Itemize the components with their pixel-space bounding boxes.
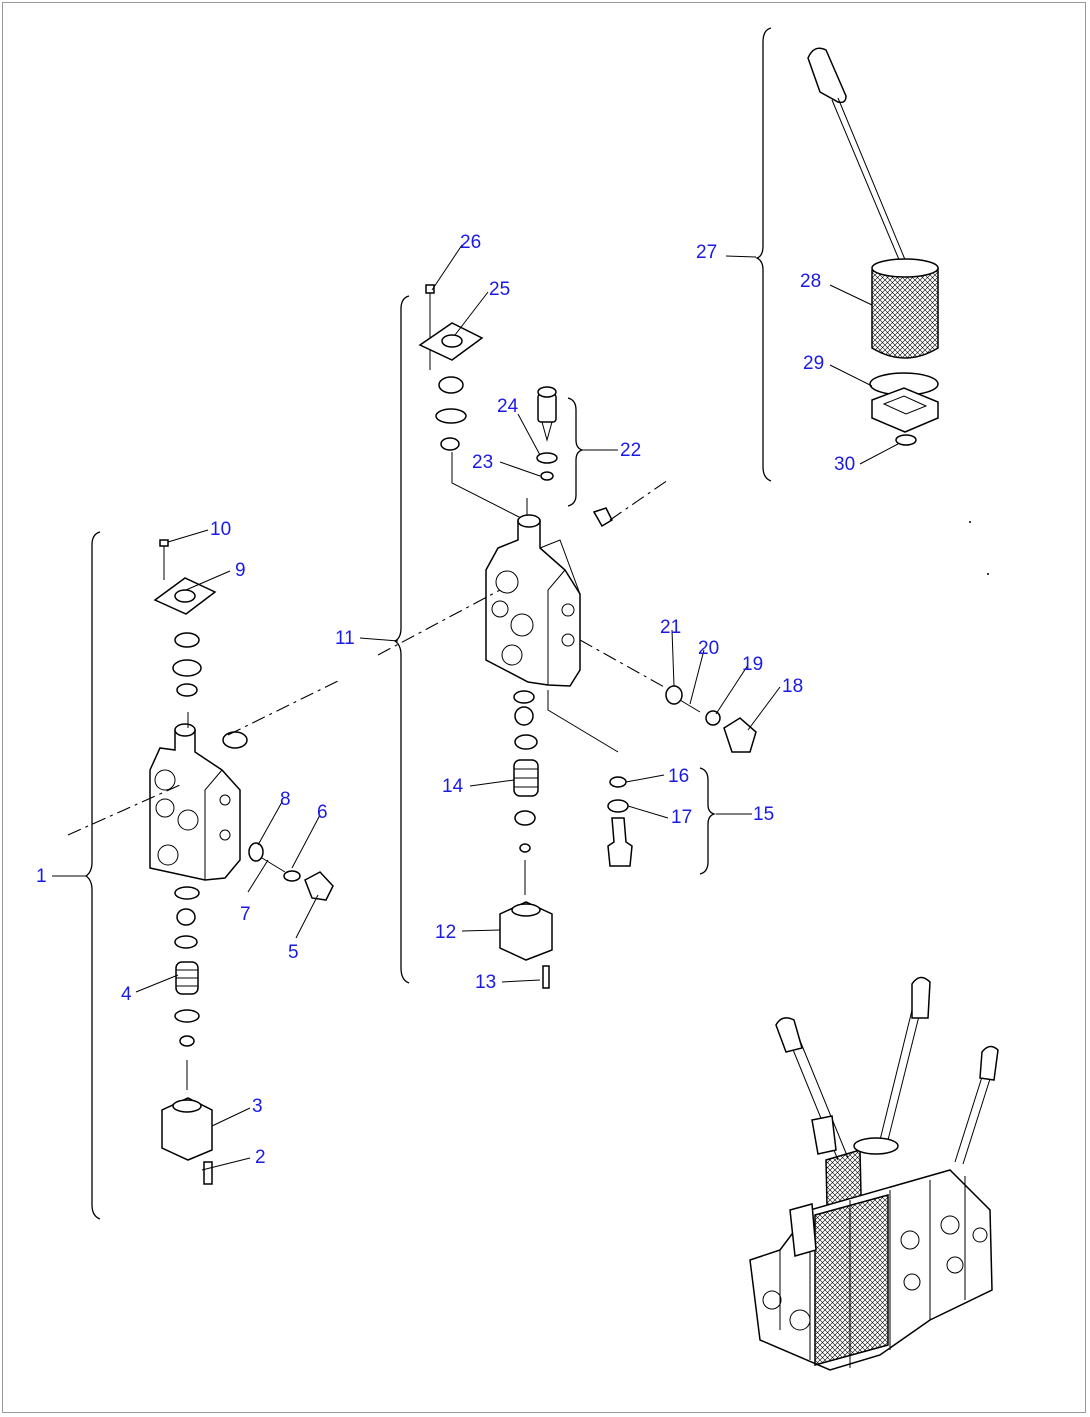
callout-17: 17	[671, 807, 692, 828]
callout-8: 8	[280, 789, 291, 810]
callout-1: 1	[36, 866, 47, 887]
callout-5: 5	[288, 942, 299, 963]
callout-14: 14	[442, 776, 464, 797]
callout-26: 26	[460, 232, 481, 253]
callout-22: 22	[620, 440, 641, 461]
callout-labels: 1 2 3 4 5 6 7 8 9 10 11 12 13 14 15 16 1…	[36, 232, 855, 1168]
callout-10: 10	[210, 519, 231, 540]
group-bracket-22	[567, 397, 585, 507]
callout-16: 16	[668, 766, 689, 787]
callout-23: 23	[472, 452, 493, 473]
callout-27: 27	[696, 242, 717, 263]
callout-25: 25	[489, 279, 510, 300]
callout-21: 21	[660, 617, 681, 638]
callout-3: 3	[252, 1096, 263, 1117]
alignment-lines	[67, 479, 669, 836]
assembly-thumbnail	[749, 976, 999, 1371]
callout-6: 6	[317, 802, 328, 823]
callout-19: 19	[742, 654, 763, 675]
section-1-parts	[149, 539, 334, 1185]
group-bracket-1	[84, 531, 101, 1220]
callout-2: 2	[255, 1147, 266, 1168]
section-27-parts	[807, 47, 939, 446]
callout-29: 29	[803, 353, 824, 374]
callout-20: 20	[698, 638, 719, 659]
callout-24: 24	[497, 396, 519, 417]
callout-12: 12	[435, 922, 456, 943]
callout-28: 28	[800, 271, 821, 292]
callout-30: 30	[834, 454, 855, 475]
callout-9: 9	[235, 560, 246, 581]
callout-18: 18	[782, 676, 803, 697]
callout-11: 11	[335, 628, 355, 649]
callout-4: 4	[121, 984, 132, 1005]
group-bracket-15	[699, 767, 717, 875]
leader-lines	[52, 244, 899, 1171]
callout-15: 15	[753, 804, 774, 825]
callout-7: 7	[240, 904, 251, 925]
callout-13: 13	[475, 972, 496, 993]
section-11-parts	[418, 284, 757, 989]
group-bracket-27	[755, 27, 772, 482]
